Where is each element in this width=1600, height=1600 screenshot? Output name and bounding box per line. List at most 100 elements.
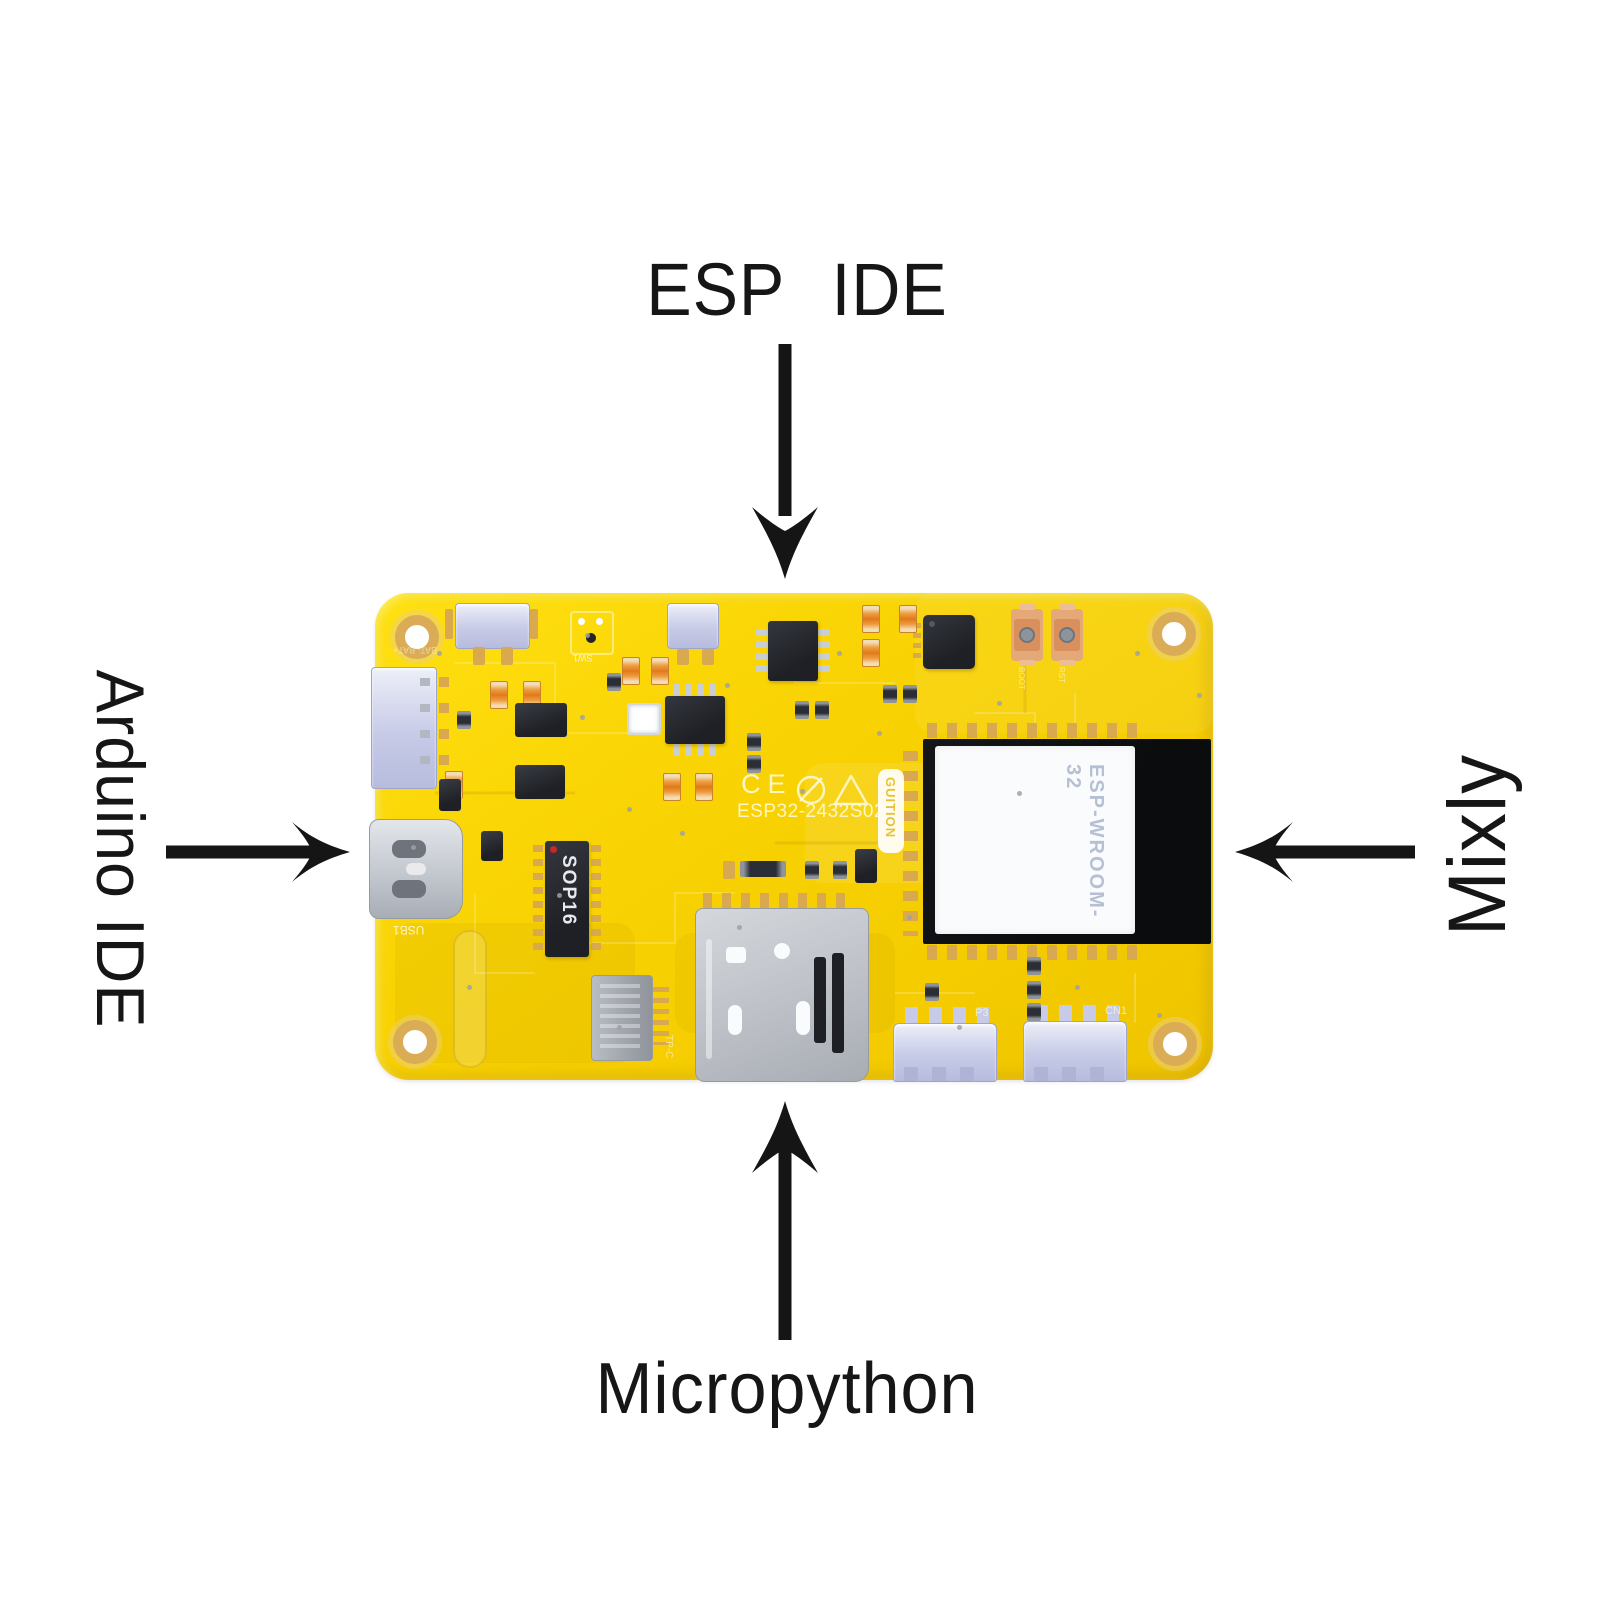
via-dot bbox=[437, 651, 442, 656]
smd-capacitor bbox=[747, 755, 761, 773]
label-arduino-ide: Arduino IDE bbox=[82, 669, 158, 1029]
smd-resistor bbox=[695, 773, 713, 801]
smd-capacitor bbox=[805, 861, 819, 879]
smd-network bbox=[740, 861, 786, 877]
smd-capacitor bbox=[1027, 981, 1041, 999]
smd-resistor bbox=[862, 605, 880, 633]
connector-posts bbox=[1035, 1005, 1119, 1023]
via-dot bbox=[957, 1025, 962, 1030]
via-dot bbox=[1197, 693, 1202, 698]
mounting-hole bbox=[1152, 612, 1196, 656]
arrow-up-icon bbox=[752, 1101, 818, 1340]
connector-leg bbox=[501, 647, 513, 665]
ce-mark: CE bbox=[741, 769, 793, 799]
label-micropython: Micropython bbox=[595, 1349, 979, 1429]
sot23-transistor bbox=[515, 765, 565, 799]
jst-connector-p3 bbox=[893, 1023, 997, 1082]
smd-resistor bbox=[651, 657, 669, 685]
fpc-pins bbox=[653, 987, 669, 1045]
qfn-chip bbox=[923, 615, 975, 669]
switch-label: SW1 bbox=[573, 653, 593, 663]
label-esp-ide: ESP IDE bbox=[646, 248, 948, 331]
model-silkscreen: ESP32-2432S024 bbox=[737, 801, 897, 822]
boot-button-label: BOOT bbox=[1017, 667, 1026, 690]
soic8-chip bbox=[768, 621, 818, 681]
via-dot bbox=[737, 925, 742, 930]
jst-connector-top-left bbox=[455, 603, 530, 649]
via-dot bbox=[617, 1025, 622, 1030]
brand-text: GUITION bbox=[883, 777, 898, 839]
chip-pins bbox=[913, 623, 921, 663]
via-dot bbox=[1017, 791, 1022, 796]
reset-button bbox=[1051, 604, 1083, 666]
smd-capacitor bbox=[1027, 957, 1041, 975]
sot23-transistor bbox=[481, 831, 503, 861]
usb-label: USB1 bbox=[393, 923, 425, 937]
soic8-chip bbox=[665, 696, 725, 744]
esp-wroom-module: ESP-WROOM-32 bbox=[923, 739, 1211, 944]
solder-pad bbox=[445, 609, 453, 639]
module-shield-label: ESP-WROOM-32 bbox=[935, 746, 1135, 934]
smd-resistor bbox=[490, 681, 508, 709]
smd-capacitor bbox=[457, 711, 471, 729]
label-mixly: Mixly bbox=[1432, 753, 1523, 937]
via-dot bbox=[1157, 1013, 1162, 1018]
jst-connector-cn1 bbox=[1023, 1021, 1127, 1082]
sot23-transistor bbox=[855, 849, 877, 883]
module-pads-top bbox=[927, 723, 1147, 738]
arrow-right-icon bbox=[166, 822, 350, 882]
smd-capacitor bbox=[883, 685, 897, 703]
via-dot bbox=[580, 715, 585, 720]
connector-leg bbox=[677, 649, 689, 665]
mounting-hole bbox=[395, 615, 439, 659]
module-pads-bottom bbox=[927, 945, 1147, 960]
via-dot bbox=[1075, 985, 1080, 990]
via-dot bbox=[557, 893, 562, 898]
switch-footprint bbox=[570, 611, 614, 655]
chip-pins bbox=[818, 629, 830, 673]
reset-button-label: RST bbox=[1057, 667, 1066, 683]
smd-resistor bbox=[622, 657, 640, 685]
mounting-hole bbox=[1153, 1022, 1197, 1066]
via-dot bbox=[627, 807, 632, 812]
solder-pad bbox=[723, 861, 735, 879]
via-dot bbox=[467, 985, 472, 990]
microsd-slot bbox=[695, 908, 869, 1082]
smd-capacitor bbox=[925, 983, 939, 1001]
boot-button bbox=[1011, 604, 1043, 666]
arrow-down-icon bbox=[752, 344, 818, 579]
sot23-transistor bbox=[439, 779, 461, 811]
cn1-label: CN1 bbox=[1105, 1005, 1128, 1017]
via-dot bbox=[680, 831, 685, 836]
sop16-chip: SOP16 bbox=[545, 841, 589, 957]
solder-pad-column bbox=[439, 677, 449, 777]
module-pads-left bbox=[903, 751, 918, 936]
smd-resistor bbox=[663, 773, 681, 801]
smd-resistor bbox=[862, 639, 880, 667]
chip-pins bbox=[673, 744, 717, 756]
chip-pins bbox=[673, 684, 717, 696]
arrow-left-icon bbox=[1235, 822, 1415, 882]
compliance-symbols-icon bbox=[796, 774, 869, 806]
sd-pins bbox=[703, 893, 853, 908]
sot23-transistor bbox=[515, 703, 567, 737]
usb-c-port bbox=[369, 819, 463, 919]
solder-pad bbox=[530, 609, 538, 639]
p3-label: P3 bbox=[975, 1007, 989, 1019]
connector-leg bbox=[473, 647, 485, 665]
smd-capacitor bbox=[1027, 1003, 1041, 1021]
smd-capacitor bbox=[815, 701, 829, 719]
led-white bbox=[627, 703, 661, 735]
smd-capacitor bbox=[833, 861, 847, 879]
via-dot bbox=[837, 651, 842, 656]
chip-pins bbox=[756, 629, 768, 673]
via-dot bbox=[585, 633, 590, 638]
via-dot bbox=[411, 845, 416, 850]
jst-connector-left bbox=[371, 667, 437, 789]
fpc-label: TP-C bbox=[663, 1035, 674, 1059]
fpc-connector bbox=[591, 975, 653, 1061]
brand-plate: GUITION bbox=[878, 769, 904, 853]
battery-silkscreen: BAT- BAT+ bbox=[393, 645, 437, 655]
esp32-dev-board: SW1 BAT- BAT+ USB1 SOP16 TP-C bbox=[369, 593, 1213, 1082]
